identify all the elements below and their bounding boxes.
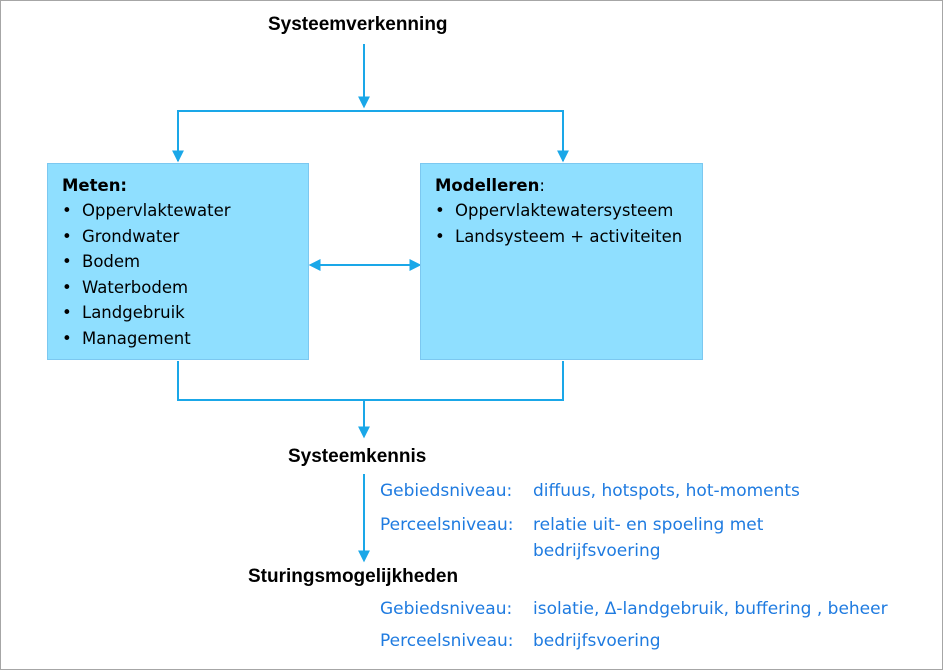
meten-heading: Meten: — [62, 176, 128, 195]
sturing-gebied-label: Gebiedsniveau: — [380, 599, 513, 619]
list-item: Grondwater — [62, 224, 308, 250]
meten-list: Oppervlaktewater Grondwater Bodem Waterb… — [62, 198, 308, 351]
kennis-gebied-label: Gebiedsniveau: — [380, 481, 513, 501]
kennis-perceel-label: Perceelsniveau: — [380, 515, 514, 535]
split-connector — [177, 110, 564, 161]
title-sturingsmogelijkheden: Sturingsmogelijkheden — [248, 566, 459, 587]
list-item: Landsysteem + activiteiten — [435, 224, 702, 250]
list-item: Management — [62, 326, 308, 352]
sturing-perceel-label: Perceelsniveau: — [380, 631, 514, 651]
list-item: Oppervlaktewater — [62, 198, 308, 224]
list-item: Bodem — [62, 249, 308, 275]
sturing-perceel-value: bedrijfsvoering — [533, 631, 661, 651]
kennis-perceel-value-line2: bedrijfsvoering — [533, 541, 661, 561]
kennis-gebied-value: diffuus, hotspots, hot-moments — [533, 481, 800, 501]
sturing-gebied-value: isolatie, Δ-landgebruik, buffering , beh… — [533, 599, 888, 619]
title-systeemkennis: Systeemkennis — [288, 446, 427, 467]
modelleren-list: Oppervlaktewatersysteem Landsysteem + ac… — [435, 198, 702, 249]
modelleren-heading: Modelleren: — [435, 176, 702, 195]
kennis-perceel-value-line1: relatie uit- en spoeling met — [533, 515, 764, 535]
list-item: Landgebruik — [62, 300, 308, 326]
modelleren-box: Modelleren: Oppervlaktewatersysteem Land… — [420, 163, 703, 360]
modelleren-heading-text: Modelleren — [435, 176, 540, 195]
title-systeemverkenning: Systeemverkenning — [268, 14, 448, 35]
sturing-gebied-row: Gebiedsniveau: isolatie, Δ-landgebruik, … — [380, 596, 925, 622]
kennis-perceel-row: Perceelsniveau: relatie uit- en spoeling… — [380, 512, 840, 564]
meten-box: Meten: Oppervlaktewater Grondwater Bodem… — [47, 163, 309, 360]
list-item: Oppervlaktewatersysteem — [435, 198, 702, 224]
merge-connector — [177, 361, 564, 401]
list-item: Waterbodem — [62, 275, 308, 301]
modelleren-heading-suffix: : — [539, 176, 545, 195]
kennis-gebied-row: Gebiedsniveau: diffuus, hotspots, hot-mo… — [380, 478, 840, 504]
sturing-perceel-row: Perceelsniveau: bedrijfsvoering — [380, 628, 840, 654]
